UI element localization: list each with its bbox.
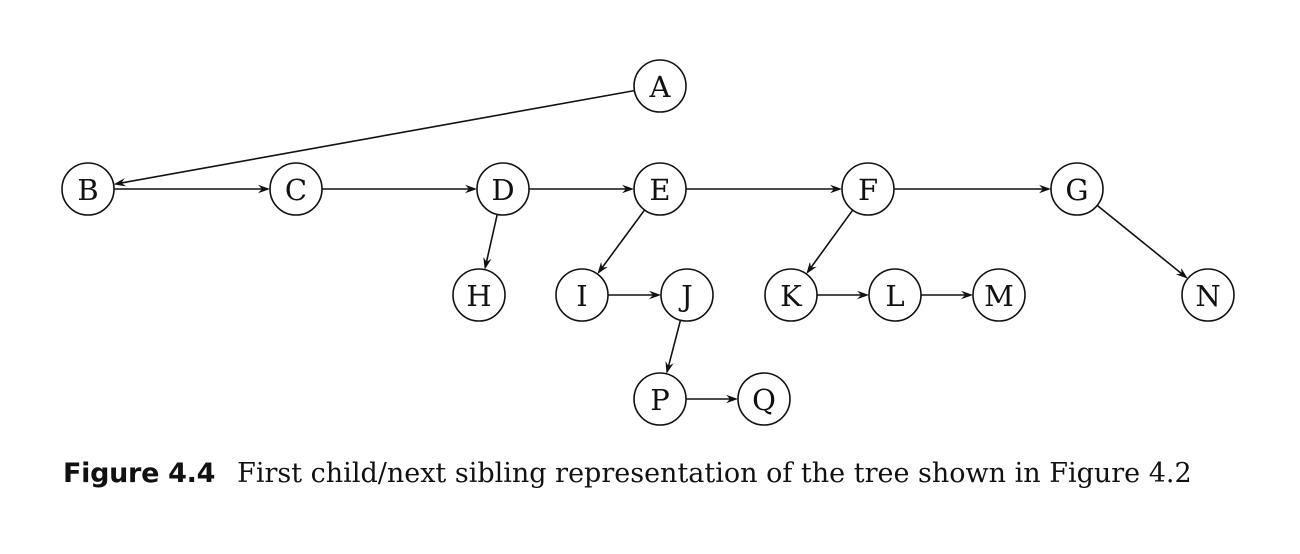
node-g: G	[1050, 162, 1104, 216]
node-circle	[555, 268, 609, 322]
node-label: D	[491, 173, 514, 207]
node-label: M	[984, 279, 1014, 313]
nodes-layer: A B C D E F G H I J K L M N P Q	[61, 59, 1235, 426]
node-circle	[868, 268, 922, 322]
arrowhead	[622, 184, 634, 194]
node-i: I	[555, 268, 609, 322]
figure-caption: Figure 4.4 First child/next sibling repre…	[63, 458, 1192, 489]
node-circle	[972, 268, 1026, 322]
node-circle	[841, 162, 895, 216]
node-label: B	[77, 173, 98, 207]
arrowhead	[1039, 184, 1051, 194]
node-circle	[660, 268, 714, 322]
edges-layer	[113, 89, 1188, 404]
arrowhead	[1175, 267, 1188, 279]
arrowhead	[483, 257, 492, 270]
edge-i-j	[608, 290, 661, 300]
node-label: P	[650, 383, 670, 417]
node-h: H	[452, 268, 506, 322]
arrowhead	[113, 178, 127, 187]
node-label: K	[780, 279, 803, 313]
node-label: A	[649, 70, 672, 104]
arrowhead	[258, 184, 270, 194]
edge-l-m	[921, 290, 973, 300]
edge-g-n	[1096, 204, 1188, 279]
edge-line	[119, 89, 635, 185]
arrowhead	[597, 261, 608, 275]
node-label: C	[285, 173, 307, 207]
edge-e-f	[686, 184, 842, 194]
caption-text: First child/next sibling representation …	[237, 458, 1192, 489]
node-j: J	[660, 268, 714, 322]
node-label: E	[649, 173, 670, 207]
node-b: B	[61, 162, 115, 216]
edge-j-p	[665, 319, 682, 374]
node-circle	[61, 162, 115, 216]
edge-p-q	[686, 394, 738, 404]
arrowhead	[830, 184, 842, 194]
arrowhead	[961, 290, 973, 300]
node-label: I	[576, 279, 587, 313]
arrowhead	[857, 290, 869, 300]
node-circle	[764, 268, 818, 322]
node-circle	[737, 372, 791, 426]
edge-line	[809, 209, 854, 270]
edge-f-k	[806, 209, 854, 274]
node-label: G	[1065, 173, 1088, 207]
arrowhead	[665, 361, 674, 374]
node-k: K	[764, 268, 818, 322]
arrowhead	[726, 394, 738, 404]
edge-k-l	[817, 290, 869, 300]
node-circle	[633, 59, 687, 113]
node-label: N	[1195, 279, 1220, 313]
node-c: C	[269, 162, 323, 216]
node-circle	[452, 268, 506, 322]
node-circle	[269, 162, 323, 216]
edge-e-i	[597, 209, 646, 275]
node-e: E	[633, 162, 687, 216]
node-label: J	[678, 279, 693, 313]
node-q: Q	[737, 372, 791, 426]
node-circle	[633, 162, 687, 216]
arrowhead	[806, 261, 817, 274]
node-label: H	[466, 279, 491, 313]
arrowhead	[465, 184, 477, 194]
edge-line	[667, 319, 682, 369]
node-label: Q	[752, 383, 776, 417]
node-l: L	[868, 268, 922, 322]
node-f: F	[841, 162, 895, 216]
node-label: F	[858, 173, 878, 207]
figure-number: Figure 4.4	[63, 458, 216, 489]
node-n: N	[1181, 268, 1235, 322]
node-circle	[1050, 162, 1104, 216]
arrowhead	[649, 290, 661, 300]
node-m: M	[972, 268, 1026, 322]
node-circle	[633, 372, 687, 426]
node-p: P	[633, 372, 687, 426]
edge-d-e	[529, 184, 634, 194]
edge-line	[600, 209, 646, 270]
edge-d-h	[483, 214, 499, 270]
node-label: L	[885, 279, 904, 313]
edge-f-g	[894, 184, 1051, 194]
node-d: D	[476, 162, 530, 216]
edge-line	[485, 214, 499, 264]
edge-a-b	[113, 89, 635, 187]
node-a: A	[633, 59, 687, 113]
node-circle	[1181, 268, 1235, 322]
edge-b-c	[114, 184, 270, 194]
node-circle	[476, 162, 530, 216]
edge-line	[1096, 204, 1184, 276]
edge-c-d	[322, 184, 477, 194]
